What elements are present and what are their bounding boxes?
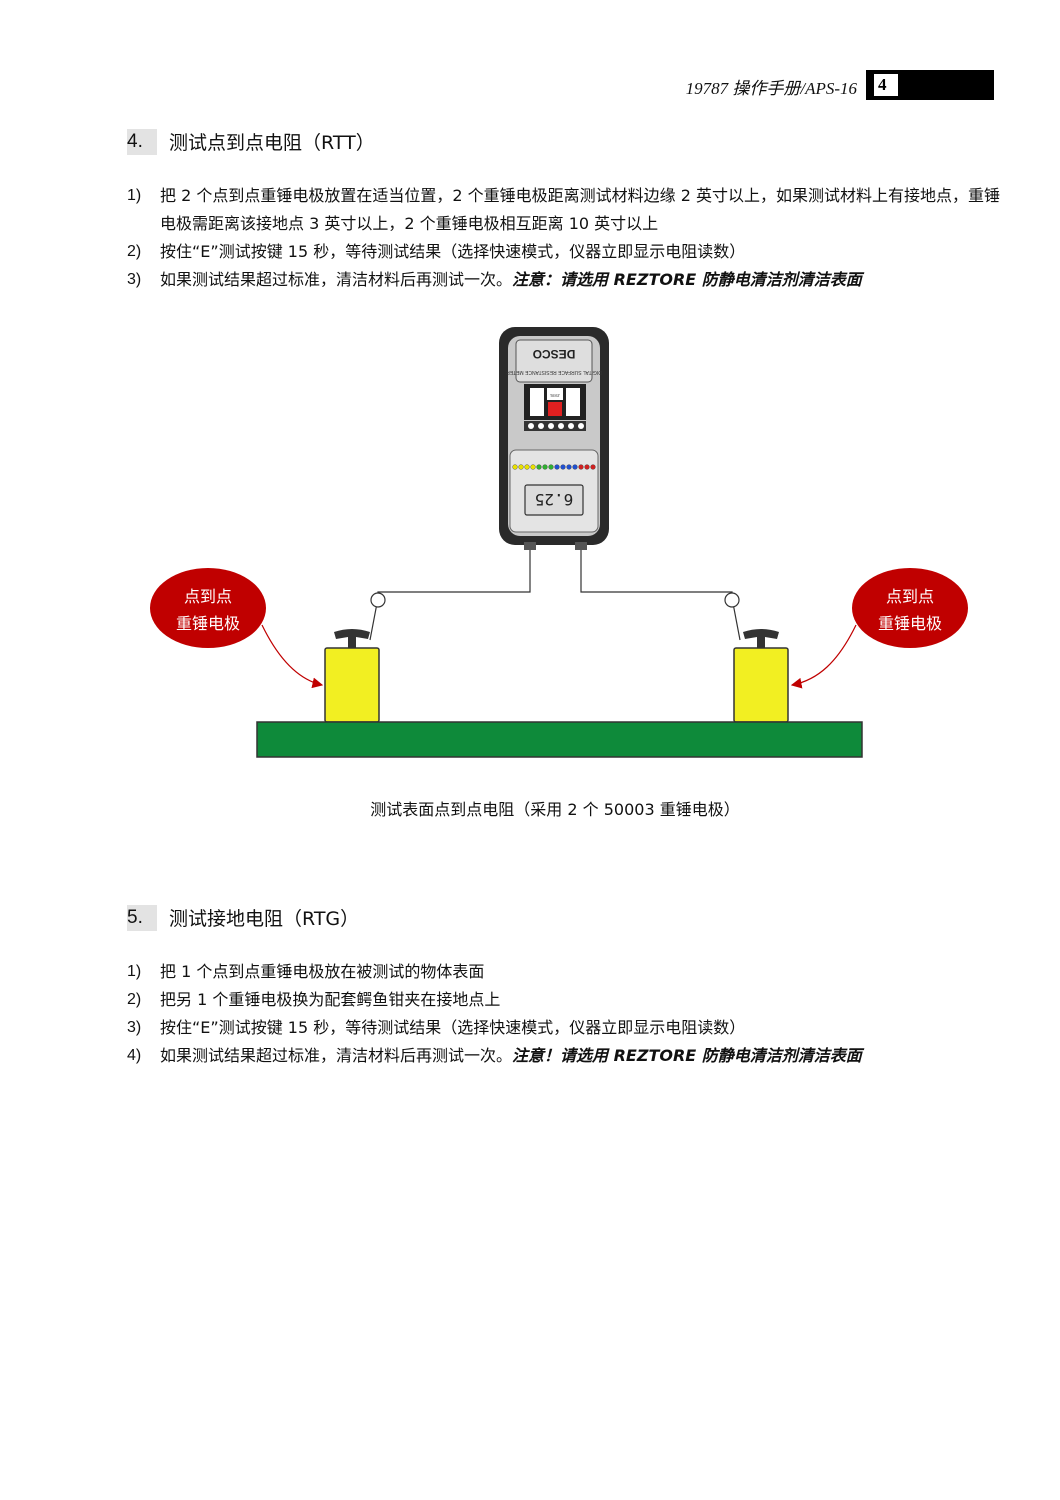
cleaning-note: 注意：请选用 REZTORE 防静电清洁剂清洁表面 [512,270,862,289]
left-pointer-arrow [261,624,324,689]
step-text: 如果测试结果超过标准，清洁材料后再测试一次。 [160,1046,513,1065]
step-text: 把 2 个点到点重锤电极放置在适当位置，2 个重锤电极距离测试材料边缘 2 英寸… [160,186,1000,233]
page-number: 4 [874,74,898,96]
led-indicator [584,464,590,470]
left-label-line1: 点到点 [184,587,232,606]
section-4-title: 测试点到点电阻（RTT） [169,132,375,154]
step-number: 3) [127,1019,142,1036]
section-5-number: 5. [127,904,157,931]
test-button-label: TEST [550,393,561,398]
section-4-heading: 4. 测试点到点电阻（RTT） [127,128,375,155]
led-indicator-row [512,464,596,470]
left-electrode-label: 点到点 重锤电极 [150,568,266,648]
led-indicator [554,464,560,470]
meter-brand: DESCO [533,347,576,361]
section-5-heading: 5. 测试接地电阻（RTG） [127,904,359,931]
resistance-meter: DESCO DIGITAL SURFACE RESISTANCE METER T… [499,327,609,550]
list-item: 2) 把另 1 个重锤电极换为配套鳄鱼钳夹在接地点上 [127,986,1007,1014]
meter-subtitle: DIGITAL SURFACE RESISTANCE METER [506,369,602,375]
list-item: 4) 如果测试结果超过标准，清洁材料后再测试一次。注意！请选用 REZTORE … [127,1042,1007,1070]
led-indicator [518,464,524,470]
section-4-number: 4. [127,128,157,155]
step-number: 3) [127,271,142,288]
led-indicator [524,464,530,470]
right-electrode-label: 点到点 重锤电极 [852,568,968,648]
step-text: 如果测试结果超过标准，清洁材料后再测试一次。 [160,270,513,289]
step-text: 把另 1 个重锤电极换为配套鳄鱼钳夹在接地点上 [160,990,501,1009]
list-item: 1) 把 1 个点到点重锤电极放在被测试的物体表面 [127,958,1007,986]
led-indicator [530,464,536,470]
step-text: 按住“E”测试按键 15 秒，等待测试结果（选择快速模式，仪器立即显示电阻读数） [160,242,746,261]
led-indicator [578,464,584,470]
lcd-display [524,484,584,516]
led-indicator [548,464,554,470]
left-label-line2: 重锤电极 [176,614,240,633]
list-item: 1) 把 2 个点到点重锤电极放置在适当位置，2 个重锤电极距离测试材料边缘 2… [127,182,1007,238]
right-label-line2: 重锤电极 [878,614,942,633]
left-test-lead [369,550,531,641]
cleaning-note: 注意！请选用 REZTORE 防静电清洁剂清洁表面 [512,1046,862,1065]
section-5-steps: 1) 把 1 个点到点重锤电极放在被测试的物体表面 2) 把另 1 个重锤电极换… [127,958,1007,1070]
led-indicator [566,464,572,470]
led-indicator [590,464,596,470]
step-number: 1) [127,187,142,204]
list-item: 3) 如果测试结果超过标准，清洁材料后再测试一次。注意：请选用 REZTORE … [127,266,1007,294]
step-text: 把 1 个点到点重锤电极放在被测试的物体表面 [160,962,485,981]
test-surface [256,721,863,758]
led-indicator [572,464,578,470]
led-indicator [542,464,548,470]
list-item: 2) 按住“E”测试按键 15 秒，等待测试结果（选择快速模式，仪器立即显示电阻… [127,238,1007,266]
step-number: 1) [127,963,142,980]
page-number-box: 4 [866,70,994,100]
figure-caption: 测试表面点到点电阻（采用 2 个 50003 重锤电极） [370,800,740,819]
step-number: 2) [127,243,142,260]
test-button-icon [548,402,562,416]
section-5-title: 测试接地电阻（RTG） [169,908,360,930]
left-electrode [324,629,380,723]
led-indicator [512,464,518,470]
right-electrode [733,629,789,723]
rtt-diagram: DESCO DIGITAL SURFACE RESISTANCE METER T… [150,327,968,758]
step-text: 按住“E”测试按键 15 秒，等待测试结果（选择快速模式，仪器立即显示电阻读数） [160,1018,746,1037]
right-label-line1: 点到点 [886,587,934,606]
lcd-reading: 6.25 [535,490,574,509]
step-number: 2) [127,991,142,1008]
right-pointer-arrow [790,624,857,689]
list-item: 3) 按住“E”测试按键 15 秒，等待测试结果（选择快速模式，仪器立即显示电阻… [127,1014,1007,1042]
step-number: 4) [127,1047,142,1064]
led-indicator [536,464,542,470]
header-title: 19787 操作手册/APS-16 [685,79,857,98]
section-4-steps: 1) 把 2 个点到点重锤电极放置在适当位置，2 个重锤电极距离测试材料边缘 2… [127,182,1007,294]
led-indicator [560,464,566,470]
right-test-lead [580,550,741,641]
